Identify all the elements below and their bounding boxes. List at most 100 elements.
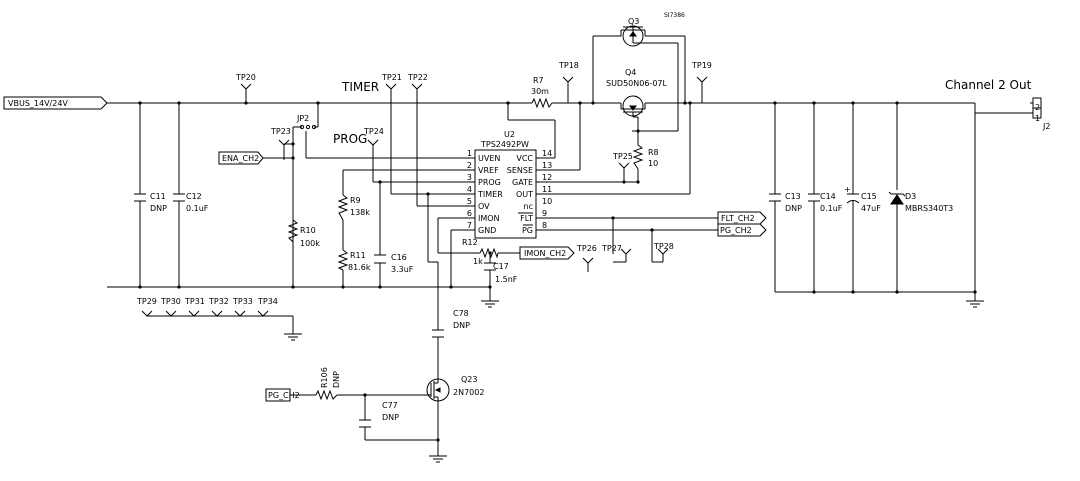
junctions [138,101,977,442]
svg-text:2: 2 [1035,103,1040,112]
ic-pin-number: 2 [467,161,472,170]
svg-text:PG_CH2: PG_CH2 [720,226,752,235]
flt-net-flag: FLT_CH2 [717,211,767,225]
capacitor-c11: C11 DNP [134,192,167,213]
svg-text:1.5nF: 1.5nF [495,275,518,284]
svg-text:TP24: TP24 [363,127,384,136]
svg-text:R106: R106 [320,367,329,388]
svg-text:ENA_CH2: ENA_CH2 [222,154,259,163]
mosfet-q3: Q3 [618,17,648,47]
prog-heading: PROG [333,132,367,146]
mosfet-q23: Q23 2N7002 [426,375,484,402]
pg-input-net-flag: PG_CH2 [265,388,300,402]
svg-text:C16: C16 [391,253,407,262]
svg-text:1k: 1k [473,257,483,266]
svg-text:100k: 100k [300,239,320,248]
svg-text:30m: 30m [531,87,549,96]
vbus-net-flag: VBUS_14V/24V [3,96,108,110]
svg-text:0.1uF: 0.1uF [820,204,843,213]
wires [107,35,1033,456]
testpoint-tp21: TP21 [381,73,402,90]
ic-pin-name: GND [478,226,496,235]
ic-pins: 1UVEN2VREF3PROG4TIMER5OV6IMON7GNDVCC14SE… [465,149,552,235]
ic-pin-name: FLT [520,214,533,223]
svg-text:TP21: TP21 [381,73,402,82]
ground-icon [429,455,447,463]
svg-text:TP22: TP22 [407,73,428,82]
ic-pin-name: PG [522,226,533,235]
ena-net-flag: ENA_CH2 [218,151,264,165]
svg-text:C11: C11 [150,192,166,201]
capacitor-c78: C78 DNP [432,309,470,338]
ground-icon [966,300,984,308]
testpoint-tp18: TP18 [558,61,579,103]
testpoint-tp31: TP31 [184,297,205,317]
channel-out-heading: Channel 2 Out [945,78,1032,92]
svg-text:TP31: TP31 [184,297,205,306]
diode-d3: D3 MBRS340T3 [888,191,953,213]
resistor-r10: R10 100k [287,219,320,248]
svg-text:Q23: Q23 [461,375,477,384]
testpoint-tp19: TP19 [691,61,712,103]
ic-pin-number: 10 [542,197,552,206]
svg-text:PG_CH2: PG_CH2 [268,391,300,400]
ic-pin-name: TIMER [477,190,503,199]
capacitor-c14: C14 0.1uF [808,192,843,213]
imon-net-flag: IMON_CH2 [519,246,575,260]
svg-text:R8: R8 [648,148,659,157]
ic-pin-number: 11 [542,185,552,194]
ic-pin-name: UVEN [478,154,500,163]
svg-text:C15: C15 [861,192,877,201]
svg-text:C14: C14 [820,192,836,201]
testpoint-tp34: TP34 [257,297,278,317]
ic-pin-number: 7 [467,221,472,230]
capacitor-c13: C13 DNP [769,192,802,213]
ic-pin-number: 8 [542,221,547,230]
svg-text:JP2: JP2 [296,114,309,123]
capacitor-c17: C17 1.5nF [484,262,518,284]
svg-text:C12: C12 [186,192,202,201]
testpoint-tp22: TP22 [407,73,428,90]
svg-text:D3: D3 [905,192,916,201]
ic-pin-number: 14 [542,149,552,158]
capacitor-c77: C77 DNP [359,401,399,428]
ic-pin-number: 9 [542,209,547,218]
testpoint-tp29: TP29 [136,297,157,317]
capacitor-c15: + C15 47uF [844,185,881,213]
testpoint-tp32: TP32 [208,297,229,317]
svg-text:R12: R12 [462,238,478,247]
resistor-r8: R8 10 [632,144,659,170]
svg-text:Q3: Q3 [628,17,639,26]
ground-icon [284,333,302,341]
svg-text:47uF: 47uF [861,204,881,213]
svg-text:C77: C77 [382,401,398,410]
svg-text:+: + [844,185,851,194]
ic-pin-number: 4 [467,185,472,194]
connector-j2: 2 1 J2 [1032,97,1050,131]
svg-text:R7: R7 [533,76,544,85]
testpoints: TP20 TP21 TP22 TP18 TP19 TP23 TP24 TP25 … [136,61,712,317]
testpoint-tp30: TP30 [160,297,181,317]
svg-text:1: 1 [1035,114,1040,123]
svg-text:J2: J2 [1042,122,1050,131]
svg-text:DNP: DNP [785,204,802,213]
svg-text:TP20: TP20 [235,73,256,82]
svg-text:C78: C78 [453,309,469,318]
svg-text:138k: 138k [350,208,370,217]
ground-icon [481,300,499,308]
pg-net-flag: PG_CH2 [717,223,767,237]
svg-text:TP34: TP34 [257,297,278,306]
ic-pin-number: 6 [467,209,472,218]
testpoint-tp24: TP24 [363,127,384,146]
svg-text:C17: C17 [493,262,509,271]
resistor-r9: R9 138k [337,194,370,221]
resistor-r12: R12 1k [462,238,499,266]
svg-text:DNP: DNP [453,321,470,330]
svg-text:TP27: TP27 [601,244,622,253]
ic-pin-name: VREF [478,166,499,175]
svg-text:R9: R9 [350,196,361,205]
capacitor-c12: C12 0.1uF [173,192,209,213]
svg-text:R10: R10 [300,226,316,235]
testpoint-tp27: TP27 [601,244,632,255]
